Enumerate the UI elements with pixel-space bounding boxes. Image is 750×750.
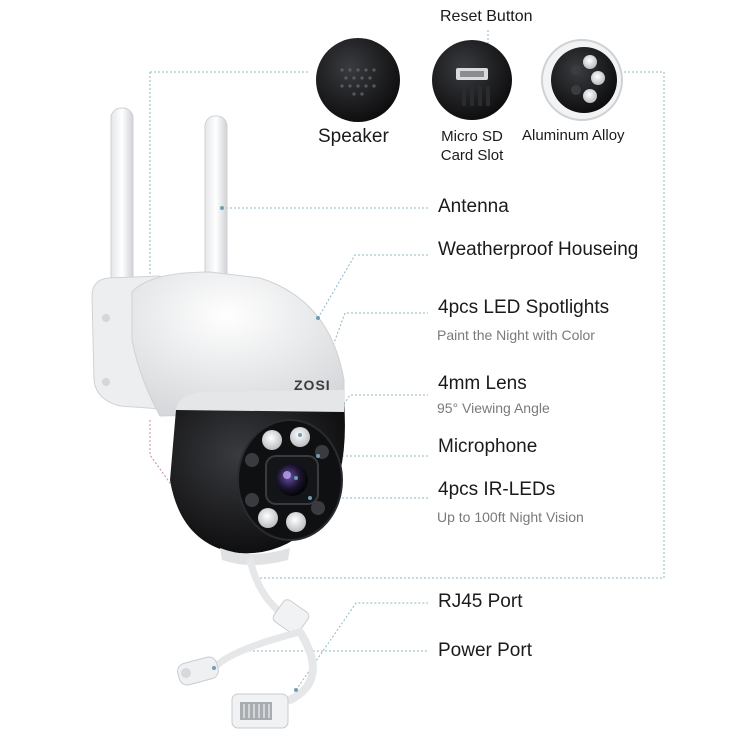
cable-assembly [177,556,317,729]
antenna-label: Antenna [438,196,509,217]
micro-sd-label-line2: Card Slot [440,147,504,164]
led-spotlights-label: 4pcs LED Spotlights [438,297,610,318]
reset-button-label: Reset Button [440,8,533,25]
micro-sd-label-line1: Micro SD [441,128,503,145]
brand-logo: ZOSI [294,377,331,393]
aluminum-alloy-label: Aluminum Alloy [522,127,625,144]
speaker-label: Speaker [318,126,389,147]
led-spotlights-subtitle: Paint the Night with Color [437,327,595,343]
rj45-label: RJ45 Port [438,591,523,612]
power-port-label: Power Port [438,640,532,661]
lens-cluster [237,419,343,541]
weatherproof-label: Weatherproof Houseing [438,239,639,260]
ir-leds-label: 4pcs IR-LEDs [438,479,556,500]
micro-sd-label: Micro SD Card Slot [434,127,510,165]
lens-subtitle: 95° Viewing Angle [437,400,550,416]
lens-label: 4mm Lens [438,373,527,394]
micro-sd-closeup [432,40,512,120]
speaker-closeup [316,38,400,122]
microphone-label: Microphone [438,436,538,457]
ir-leds-subtitle: Up to 100ft Night Vision [437,509,584,525]
aluminum-alloy-closeup [541,39,623,121]
leader-dots [212,206,320,692]
